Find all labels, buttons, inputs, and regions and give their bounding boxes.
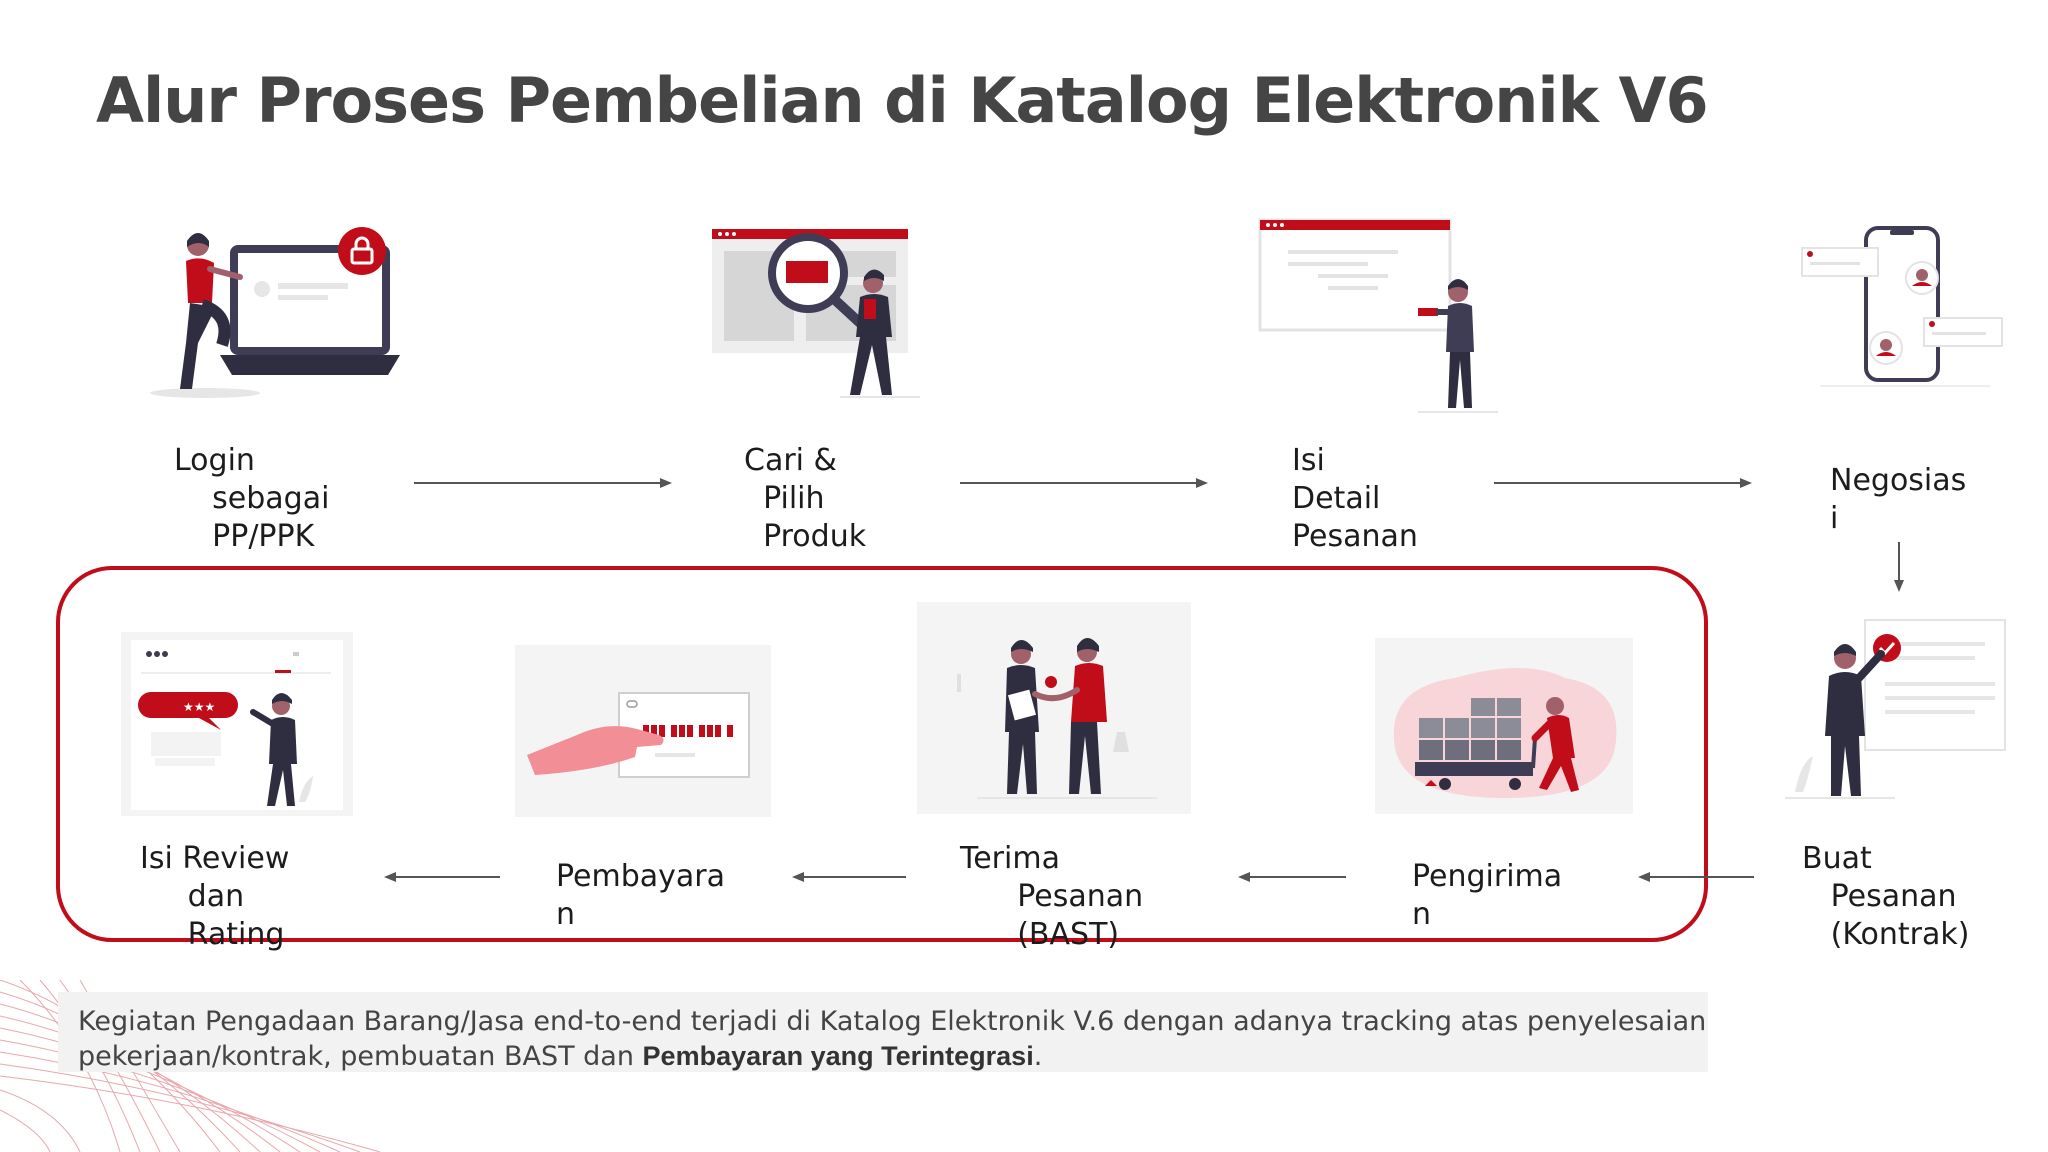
arrow-terima-to-pembayaran — [792, 872, 906, 882]
phone-chat-icon — [1801, 226, 2003, 387]
note-suffix: . — [1033, 1041, 1043, 1072]
presentation-board-icon — [1258, 218, 1498, 413]
delivery-cart-icon — [1393, 668, 1617, 798]
arrow-login-to-cari — [414, 478, 672, 488]
arrow-buat-to-pengiriman — [1638, 872, 1754, 882]
step-label-login: Login sebagai PP/PPK — [174, 443, 330, 554]
step-label-isi-detail: Isi Detail Pesanan — [1292, 443, 1418, 554]
magnifier-search-icon — [712, 229, 920, 398]
step-label-terima: Terima Pesanan (BAST) — [960, 841, 1144, 952]
laptop-lock-icon — [150, 227, 400, 398]
approve-contract-icon — [1785, 619, 2006, 799]
arrow-pembayaran-to-review — [384, 872, 500, 882]
step-label-pembayaran: Pembayara n — [556, 859, 725, 932]
step-label-negosiasi: Negosias i — [1830, 463, 1967, 536]
note-bold-text: Pembayaran yang Terintegrasi — [642, 1041, 1034, 1071]
svg-text:★★★: ★★★ — [183, 700, 215, 714]
page-title: Alur Proses Pembelian di Katalog Elektro… — [96, 64, 1709, 137]
arrow-pengiriman-to-terima — [1238, 872, 1346, 882]
step-label-pengiriman: Pengirima n — [1412, 859, 1563, 932]
review-rating-icon: ★★★ — [131, 640, 343, 810]
step-label-buat-pesanan: Buat Pesanan (Kontrak) — [1802, 841, 1970, 952]
note-text: Kegiatan Pengadaan Barang/Jasa end-to-en… — [78, 1006, 1707, 1072]
step-label-cari: Cari & Pilih Produk — [744, 443, 867, 554]
arrow-negosiasi-to-buat — [1894, 542, 1904, 592]
arrow-isi-to-negosiasi — [1494, 478, 1752, 488]
footer-note: Kegiatan Pengadaan Barang/Jasa end-to-en… — [58, 992, 1708, 1072]
terima-card — [917, 602, 1191, 814]
card-payment-icon — [527, 692, 750, 778]
arrow-cari-to-isi — [960, 478, 1208, 488]
handshake-icon — [957, 638, 1157, 799]
step-label-review: Isi Review dan Rating — [140, 841, 290, 952]
